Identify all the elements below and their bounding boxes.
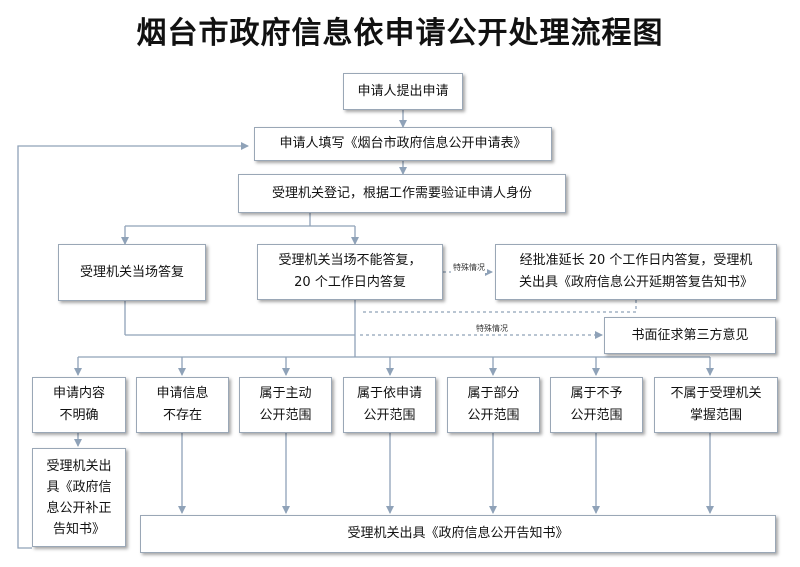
- node-partial: 属于部分 公开范围: [447, 377, 540, 433]
- node-unclear: 申请内容 不明确: [32, 377, 126, 433]
- node-cannot-reply: 受理机关当场不能答复， 20 个工作日内答复: [257, 244, 443, 300]
- node-extension: 经批准延长 20 个工作日内答复，受理机 关出具《政府信息公开延期答复告知书》: [495, 244, 777, 300]
- edge-label-special-case-1: 特殊情况: [451, 262, 487, 273]
- page-title: 烟台市政府信息依申请公开处理流程图: [136, 16, 664, 51]
- arrow-loop-back-to-form: [17, 142, 249, 549]
- node-correction-notice: 受理机关出 具《政府信 息公开补正 告知书》: [32, 448, 126, 547]
- node-proactive: 属于主动 公开范围: [239, 377, 332, 433]
- node-not-disclosed: 属于不予 公开范围: [550, 377, 643, 433]
- node-not-held: 不属于受理机关 掌握范围: [654, 377, 778, 433]
- node-submit: 申请人提出申请: [343, 73, 463, 110]
- line-extension-back: [362, 300, 637, 313]
- node-not-exist: 申请信息 不存在: [136, 377, 229, 433]
- node-disclosure-notice: 受理机关出具《政府信息公开告知书》: [140, 515, 776, 553]
- node-register: 受理机关登记，根据工作需要验证申请人身份: [238, 174, 566, 213]
- node-third-party: 书面征求第三方意见: [604, 317, 776, 354]
- node-fill-form: 申请人填写《烟台市政府信息公开申请表》: [254, 127, 552, 161]
- node-on-request: 属于依申请 公开范围: [343, 377, 436, 433]
- edge-label-special-case-2: 特殊情况: [474, 323, 510, 334]
- node-reply-on-spot: 受理机关当场答复: [58, 244, 206, 301]
